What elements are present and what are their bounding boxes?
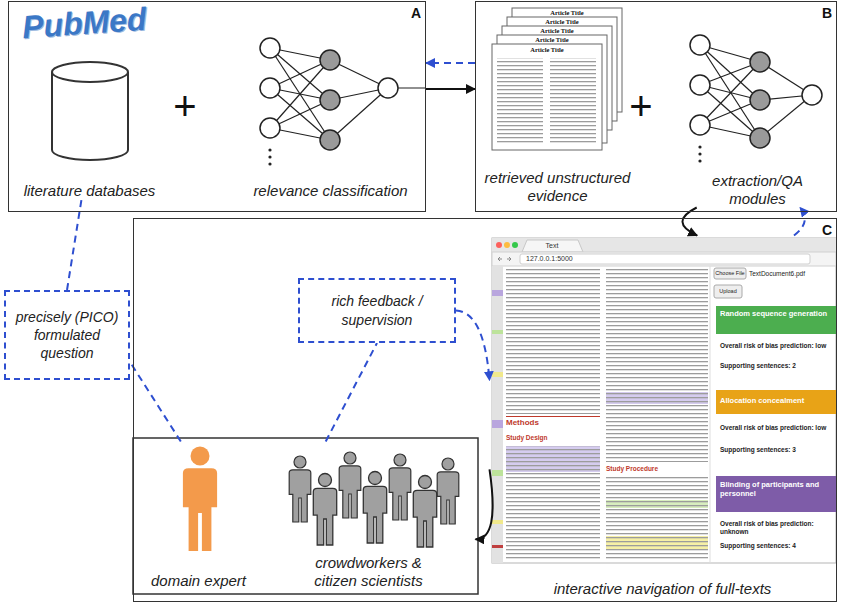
dashed-connector — [426, 62, 475, 64]
screen-text: Supporting sentences: 2 — [720, 362, 834, 370]
crowd-node: crowdworkers & citizen scientists — [262, 442, 476, 590]
plus-sign: + — [626, 82, 656, 130]
database-node: literature databases — [10, 55, 170, 200]
screen-text: Article Title — [507, 18, 617, 26]
neural-nets — [260, 35, 822, 166]
net-unit — [320, 90, 340, 110]
screen-text: Overall risk of bias prediction: low — [720, 424, 834, 432]
dashed-connector — [67, 200, 82, 291]
panel-letter: B — [822, 5, 832, 21]
net-dot — [698, 145, 701, 148]
screen-text: Supporting sentences: 3 — [720, 446, 834, 454]
dashed-connector — [456, 311, 490, 381]
node-label: crowdworkers & citizen scientists — [299, 554, 439, 590]
net-link — [270, 60, 330, 128]
net-unit — [750, 52, 770, 72]
screen-text: Supporting sentences: 4 — [720, 542, 834, 550]
net-unit — [750, 128, 770, 148]
net-unit — [320, 130, 340, 150]
screen-text: Study Design — [506, 434, 598, 442]
node-label: relevance classification — [253, 182, 407, 200]
screen-text: Article Title — [497, 36, 607, 44]
net-unit — [690, 35, 710, 55]
net-link — [700, 62, 760, 125]
dashed-connector — [326, 343, 377, 442]
node-label: precisely (PICO) formulated question — [9, 308, 125, 363]
net-unit — [260, 78, 280, 98]
screen-text: Methods — [506, 418, 598, 428]
node-label: interactive navigation of full-texts — [554, 580, 772, 598]
node-label: rich feedback / supervision — [303, 292, 451, 328]
net-unit — [690, 75, 710, 95]
net-dot — [698, 152, 701, 155]
panel: Bretrieved unstructured evidence extracti… — [475, 1, 837, 212]
panel-letter: A — [411, 5, 421, 21]
screen-text: Blinding of participants and personnel — [720, 480, 834, 498]
screen-text: Overall risk of bias prediction: unknown — [720, 520, 834, 536]
screen-text: Study Procedure — [606, 465, 708, 473]
net-unit — [260, 118, 280, 138]
arrow-connector — [426, 88, 475, 90]
screen-text: TextDocument6.pdf — [749, 270, 835, 278]
article-stack — [492, 8, 622, 150]
dashed-connector — [130, 362, 181, 442]
expert-figure — [183, 447, 217, 552]
net-dot — [268, 162, 271, 165]
expert-node: domain expert — [140, 442, 258, 590]
feedback-box: rich feedback / supervision — [298, 278, 456, 343]
net-unit — [750, 90, 770, 110]
screen-text: Text — [530, 242, 574, 250]
node-label: extraction/QA modules — [698, 172, 818, 208]
node-label: literature databases — [24, 182, 156, 200]
net-dot — [268, 148, 271, 151]
net-dot — [268, 155, 271, 158]
evidence-node: retrieved unstructured evidence — [478, 5, 638, 205]
crowd-figures — [289, 452, 459, 547]
net-unit — [690, 115, 710, 135]
screen-text: Overall risk of bias prediction: low — [720, 342, 834, 350]
screenshot — [492, 238, 836, 563]
net-unit — [320, 50, 340, 70]
database-cylinder — [52, 62, 128, 160]
screen-text: Allocation concealment — [720, 396, 834, 405]
node-label: domain expert — [151, 572, 246, 590]
screen-text: Choose File — [714, 270, 746, 277]
article-text — [550, 58, 596, 144]
screen-text: Upload — [714, 288, 742, 295]
article-text — [497, 58, 543, 144]
arrow-connector — [476, 469, 493, 539]
node-label: retrieved unstructured evidence — [478, 169, 638, 205]
net-unit — [260, 38, 280, 58]
question-box: precisely (PICO) formulated question — [4, 290, 130, 380]
net-unit — [378, 78, 398, 98]
extraction-node: extraction/QA modules — [682, 25, 834, 208]
screen-text: 127.0.0.1:5000 — [526, 255, 646, 263]
group-box — [133, 438, 478, 594]
logo-text: PubMed — [21, 1, 173, 43]
net-dot — [698, 159, 701, 162]
screen-text: Article Title — [492, 46, 602, 54]
screen-text: Article Title — [502, 27, 612, 35]
panel-letter: C — [822, 222, 832, 238]
screen-text: Article Title — [512, 9, 622, 17]
screen-text: Random sequence generation — [720, 309, 834, 318]
classifier-node: relevance classification — [238, 30, 424, 200]
net-unit — [802, 85, 822, 105]
plus-sign: + — [170, 82, 200, 130]
